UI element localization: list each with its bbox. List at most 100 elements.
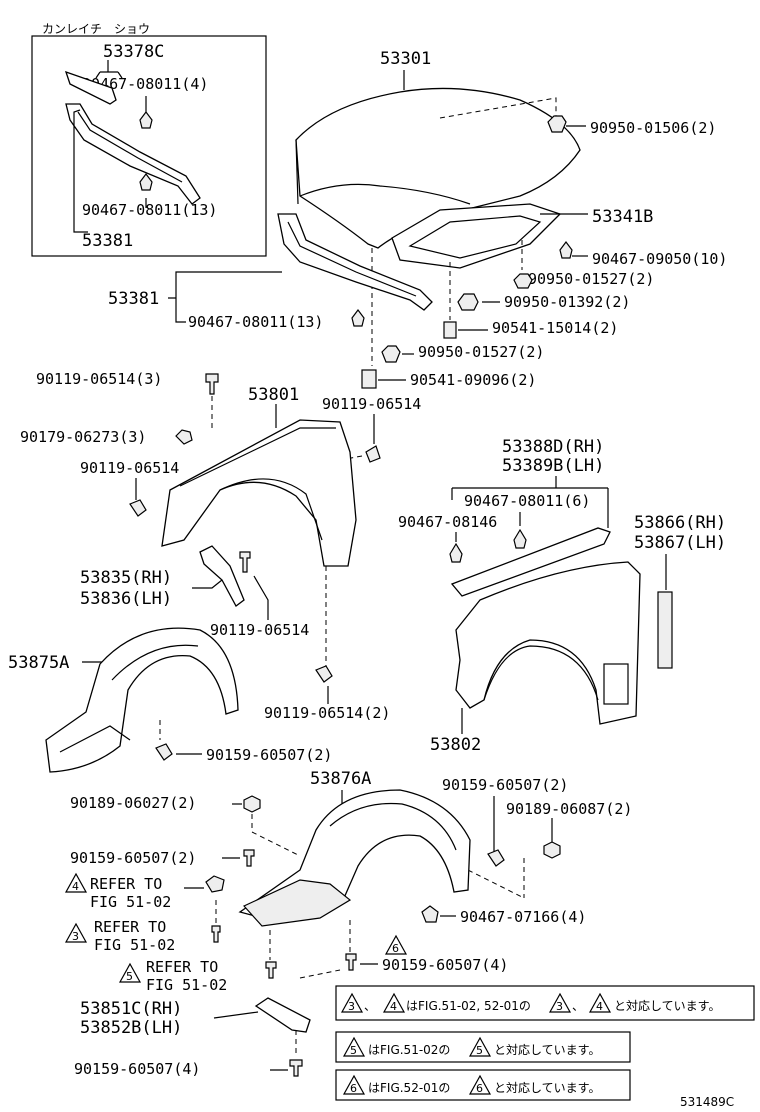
reference-triangle-icon: [342, 1036, 366, 1057]
label-90159-60507-4b: 90159-60507(4): [74, 1060, 200, 1078]
bolt-icon: [315, 665, 333, 683]
label-90467-08146: 90467-08146: [398, 513, 497, 531]
label-90950-01506: 90950-01506(2): [590, 119, 716, 137]
label-53866: 53866(RH): [634, 513, 726, 533]
label-53301: 53301: [380, 49, 431, 69]
label-refer-to-3: REFER TO: [94, 918, 166, 936]
bracket-53835-shape: [199, 545, 245, 607]
note-box-1: [335, 985, 755, 1021]
note1-sep: 、: [364, 999, 376, 1013]
cover-shape: [243, 879, 352, 927]
label-53341B: 53341B: [592, 207, 653, 227]
label-90189-06087: 90189-06087(2): [506, 800, 632, 818]
nut-icon: [543, 841, 561, 859]
note1-text: はFIG.51-02, 52-01の: [406, 999, 531, 1013]
clip-icon: [559, 241, 573, 259]
reference-triangle-icon: [118, 962, 142, 983]
apron-53801-group: 90119-06514(3) 53801 90119-06514 90179-0…: [20, 370, 421, 722]
bracket-53851C-group: 53851C(RH) 53852B(LH) 90159-60507(4): [74, 969, 341, 1078]
label-53378C: 53378C: [103, 42, 164, 62]
protector-53866-shape: [657, 591, 673, 669]
label-fig-3: FIG 51-02: [94, 936, 175, 954]
ref-num-4: 4: [72, 880, 79, 893]
label-inset-clip-13: 90467-08011(13): [82, 201, 217, 219]
note3-text: はFIG.52-01の: [368, 1081, 450, 1095]
label-53852B: 53852B(LH): [80, 1018, 182, 1038]
label-90950-01527-b: 90950-01527(2): [418, 343, 544, 361]
note1-num-3: 3: [348, 1000, 355, 1013]
cushion-icon: [361, 369, 377, 389]
seal-53381-group: 53381 90467-08011(13): [108, 213, 433, 331]
bolt-icon: [239, 551, 251, 573]
moulding-53388D-shape: [450, 527, 611, 597]
label-53867: 53867(LH): [634, 533, 726, 553]
label-90159-60507-2b: 90159-60507(2): [442, 776, 568, 794]
label-90159-60507-2c: 90159-60507(2): [70, 849, 196, 867]
clip-icon: [449, 542, 463, 563]
fender-group: 53388D(RH) 53389B(LH) 90467-08011(6) 904…: [398, 437, 726, 755]
label-90159-60507-2a: 90159-60507(2): [206, 746, 332, 764]
bolt-icon: [243, 849, 255, 867]
reference-triangle-icon: [588, 992, 612, 1013]
label-90950-01392: 90950-01392(2): [504, 293, 630, 311]
reference-triangle-icon: [548, 992, 572, 1013]
hood-group: 53301 90950-01506(2) 53341B 90467-09050(…: [295, 49, 727, 389]
reference-triangle-icon: [342, 1074, 366, 1095]
clip-icon: [205, 875, 225, 893]
note1-sep2: 、: [572, 999, 584, 1013]
inset-heading: カンレイチ ショウ: [42, 22, 150, 36]
seal-53381-shape: [277, 213, 433, 311]
note3-end: と対応しています。: [494, 1081, 600, 1095]
note3-num-6b: 6: [476, 1082, 483, 1095]
reference-triangle-icon: [382, 992, 406, 1013]
ref-num-3: 3: [72, 930, 79, 943]
note1-num-4b: 4: [596, 1000, 603, 1013]
cushion-icon: [547, 115, 567, 133]
label-fig-4: FIG 51-02: [90, 893, 171, 911]
label-90541-15014: 90541-15014(2): [492, 319, 618, 337]
label-90467-07166: 90467-07166(4): [460, 908, 586, 926]
reference-triangle-icon: [384, 934, 408, 955]
bracket-53851C-shape: [254, 997, 311, 1033]
fender-53802-shape: [455, 561, 641, 725]
bolt-icon: [205, 373, 219, 395]
bolt-icon: [289, 1059, 303, 1077]
bolt-icon: [487, 849, 505, 867]
bolt-icon: [265, 961, 277, 979]
reference-triangle-icon: [64, 872, 88, 893]
hood-53301-shape: [295, 87, 581, 249]
label-90541-09096: 90541-09096(2): [410, 371, 536, 389]
cushion-icon: [381, 345, 401, 363]
reference-triangle-icon: [468, 1036, 492, 1057]
label-53875A: 53875A: [8, 653, 69, 673]
bolt-icon: [155, 743, 173, 761]
label-53802: 53802: [430, 735, 481, 755]
cushion-icon: [457, 293, 479, 311]
label-refer-to-4: REFER TO: [90, 875, 162, 893]
note2-num-5b: 5: [476, 1044, 483, 1057]
label-90119-06514-3: 90119-06514(3): [36, 370, 162, 388]
liner-53875A-group: 53875A 90159-60507(2): [8, 627, 332, 773]
note2-num-5: 5: [350, 1044, 357, 1057]
reference-triangle-icon: [340, 992, 364, 1013]
label-90467-09050: 90467-09050(10): [592, 250, 727, 268]
bolt-icon: [129, 499, 147, 517]
apron-53801-shape: [161, 419, 357, 567]
reference-triangle-icon: [64, 922, 88, 943]
label-53851C: 53851C(RH): [80, 999, 182, 1019]
bolt-icon: [365, 445, 381, 463]
bolt-icon: [345, 953, 357, 971]
inset-cold-spec: カンレイチ ショウ 53378C 90467-08011(4) 90467-08…: [31, 22, 267, 257]
reference-triangle-icon: [468, 1074, 492, 1095]
bolt-icon: [211, 925, 221, 943]
label-90467-08011-13: 90467-08011(13): [188, 313, 323, 331]
label-90119-06514-b: 90119-06514: [80, 459, 179, 477]
clip-icon: [513, 528, 527, 549]
label-90119-06514-2: 90119-06514(2): [264, 704, 390, 722]
label-53835: 53835(RH): [80, 568, 172, 588]
label-inset-53381: 53381: [82, 231, 133, 251]
label-53836: 53836(LH): [80, 589, 172, 609]
ref-num-6: 6: [392, 942, 399, 955]
clip-icon: [351, 309, 365, 327]
